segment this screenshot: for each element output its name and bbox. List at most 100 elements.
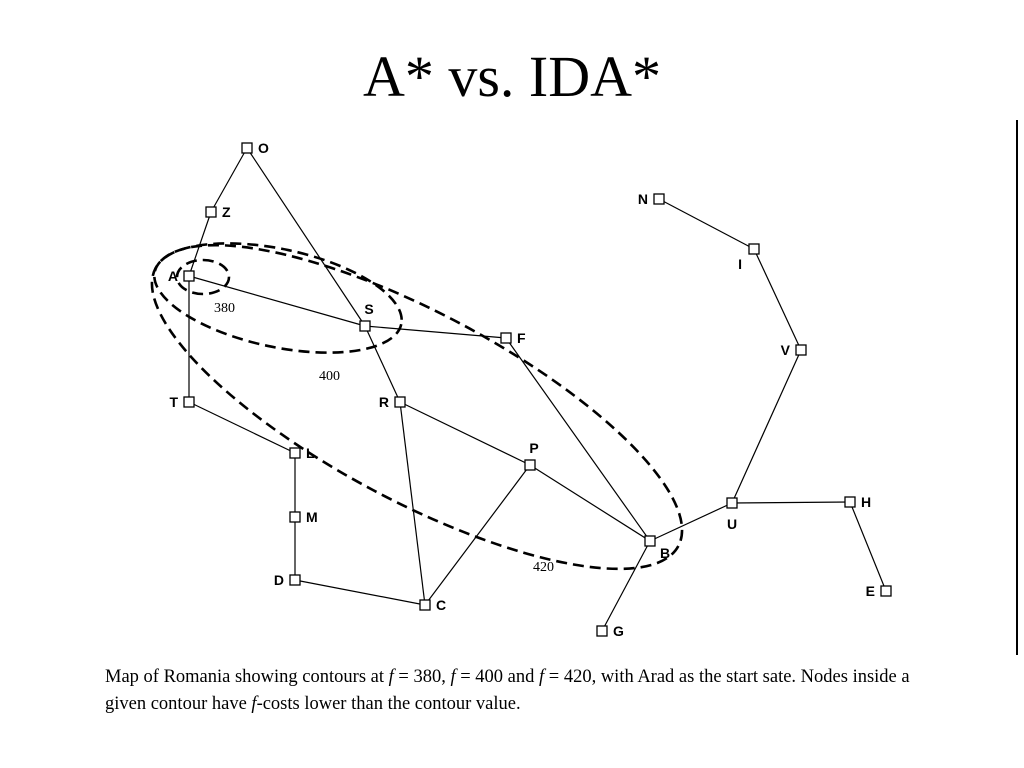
edge-U-V [731, 349, 802, 504]
contour-label-420: 420 [533, 560, 554, 575]
node-I: I [738, 243, 760, 272]
node-label: O [258, 140, 269, 156]
node-label: E [866, 583, 875, 599]
contours [150, 242, 684, 571]
node-label: C [436, 597, 446, 613]
edge-O-S [246, 147, 366, 327]
edge-Z-A [188, 211, 212, 277]
contour-label-400: 400 [319, 369, 340, 384]
node-marker [844, 496, 856, 508]
node-label: F [517, 330, 526, 346]
node-R: R [379, 394, 406, 410]
caption-text-2: = 380, [393, 667, 451, 687]
node-H: H [844, 494, 871, 510]
contour-400 [153, 242, 403, 354]
node-O: O [241, 140, 269, 156]
caption-f-4: f [251, 694, 257, 714]
caption-text-4: = 420, with Arad as the start sate. Node… [105, 667, 910, 714]
edge-H-E [849, 501, 887, 592]
edge-A-S [188, 275, 366, 327]
edge-V-I [753, 248, 802, 351]
edge-S-F [364, 325, 507, 339]
node-marker [644, 535, 656, 547]
edge-O-Z [210, 147, 248, 213]
caption-f-2: f [450, 667, 456, 687]
node-label: M [306, 509, 318, 525]
caption-text-1: Map of Romania showing contours at [105, 667, 389, 687]
node-marker [394, 396, 406, 408]
node-E: E [866, 583, 892, 599]
node-M: M [289, 509, 318, 525]
node-label: G [613, 623, 624, 639]
node-U: U [726, 497, 738, 532]
node-L: L [289, 445, 315, 461]
node-P: P [524, 440, 539, 471]
node-marker [289, 511, 301, 523]
node-marker [880, 585, 892, 597]
node-marker [596, 625, 608, 637]
node-label: T [169, 394, 178, 410]
caption-f-3: f [539, 667, 545, 687]
edge-B-G [601, 540, 651, 632]
edge-U-H [731, 501, 851, 504]
node-label: P [529, 440, 538, 456]
node-marker [748, 243, 760, 255]
nodes: O Z A S T F R L P M D C B G U H E V I N [168, 140, 892, 639]
node-T: T [169, 394, 195, 410]
node-label: A [168, 268, 178, 284]
node-marker [726, 497, 738, 509]
node-marker [359, 320, 371, 332]
node-marker [419, 599, 431, 611]
node-marker [289, 447, 301, 459]
edge-I-N [658, 198, 755, 250]
node-C: C [419, 597, 446, 613]
edge-S-R [364, 325, 401, 403]
node-F: F [500, 330, 526, 346]
node-Z: Z [205, 204, 231, 220]
node-marker [241, 142, 253, 154]
node-marker [183, 396, 195, 408]
contour-380 [175, 258, 231, 296]
edge-P-C [424, 464, 531, 606]
vertical-rule [1016, 120, 1018, 655]
node-A: A [168, 268, 195, 284]
node-label: N [638, 191, 648, 207]
node-label: B [660, 545, 670, 561]
node-marker [653, 193, 665, 205]
node-label: L [306, 445, 315, 461]
node-V: V [781, 342, 807, 358]
edge-T-L [188, 401, 296, 454]
node-label: R [379, 394, 389, 410]
node-marker [500, 332, 512, 344]
edge-F-B [505, 337, 651, 542]
slide-title: A* vs. IDA* [362, 44, 662, 109]
node-marker [289, 574, 301, 586]
node-label: Z [222, 204, 231, 220]
node-label: U [727, 516, 737, 532]
node-G: G [596, 623, 624, 639]
node-marker [795, 344, 807, 356]
contour-420 [150, 243, 684, 571]
node-marker [205, 206, 217, 218]
edge-B-U [649, 502, 733, 542]
edge-R-P [399, 401, 531, 466]
node-B: B [644, 535, 670, 561]
node-marker [524, 459, 536, 471]
node-label: S [364, 301, 373, 317]
node-S: S [359, 301, 374, 332]
figure-caption: Map of Romania showing contours at f = 3… [105, 664, 925, 718]
node-label: I [738, 256, 742, 272]
edge-D-C [294, 579, 426, 606]
contour-label-380: 380 [214, 301, 235, 316]
node-label: H [861, 494, 871, 510]
caption-text-5: -costs lower than the contour value. [256, 694, 521, 714]
edges [188, 147, 887, 632]
edge-R-C [399, 401, 426, 606]
caption-text-3: = 400 and [455, 667, 539, 687]
caption-f-1: f [388, 667, 394, 687]
node-label: D [274, 572, 284, 588]
node-D: D [274, 572, 301, 588]
node-N: N [638, 191, 665, 207]
edge-P-B [529, 464, 651, 542]
